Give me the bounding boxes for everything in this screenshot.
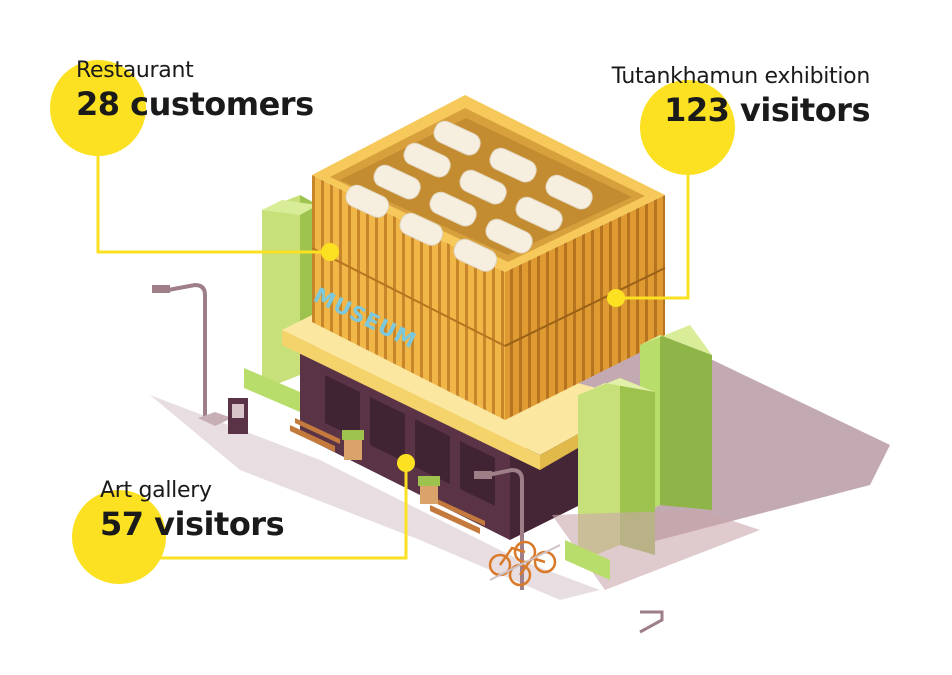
callout-exhibition-value: 123 visitors (664, 91, 870, 129)
callout-art-gallery: Art gallery 57 visitors (100, 478, 285, 543)
street-lamp-right (487, 467, 524, 590)
roof-skylights (345, 120, 593, 272)
canopy-front (282, 330, 540, 470)
hedge-right (565, 540, 610, 580)
callout-restaurant-title: Restaurant (76, 58, 194, 83)
tree-block-right-front-top (578, 378, 655, 395)
tree-block-left-top (262, 200, 318, 215)
callout-restaurant: Restaurant 28 customers (76, 58, 314, 123)
sidewalk-shadow (150, 395, 600, 600)
callout-circle-exhibition (640, 80, 735, 175)
street-lamp-left (167, 282, 207, 420)
bench-2 (430, 498, 485, 534)
callout-connectors (96, 150, 690, 560)
planter-2 (420, 482, 438, 504)
callout-exhibition-title: Tutankhamun exhibition (611, 64, 871, 89)
callout-art-gallery-value: 57 visitors (100, 505, 285, 543)
marker-exhibition (607, 289, 625, 307)
tree-block-right-back-side (660, 335, 712, 510)
callout-exhibition: Tutankhamun exhibition 123 visitors (611, 64, 871, 129)
bench-1 (290, 418, 340, 452)
callout-circle-art-gallery (72, 490, 166, 584)
street-lamp-bottom (639, 610, 664, 634)
hedge-left (244, 368, 300, 412)
callout-circle-restaurant (50, 60, 146, 156)
tree-block-right-back-top (640, 325, 712, 355)
tree-block-right-front-side (620, 378, 655, 555)
planter-1 (344, 438, 362, 460)
marker-art-gallery (397, 454, 415, 472)
callout-restaurant-value: 28 customers (76, 85, 314, 123)
tree-block-left-front (262, 195, 300, 390)
marker-restaurant (321, 243, 339, 261)
callout-art-gallery-title: Art gallery (100, 478, 212, 503)
